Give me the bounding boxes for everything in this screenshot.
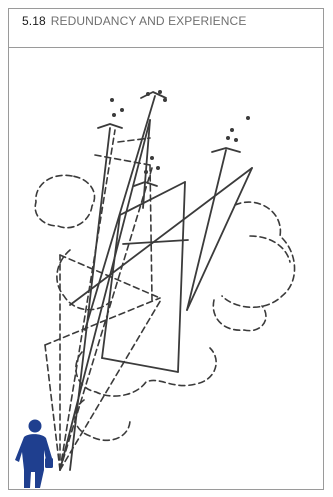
standing-person-icon — [15, 420, 53, 489]
view-marks — [98, 92, 240, 186]
solid-route-lines — [60, 96, 252, 470]
dashed-canopy-loops — [35, 175, 294, 440]
